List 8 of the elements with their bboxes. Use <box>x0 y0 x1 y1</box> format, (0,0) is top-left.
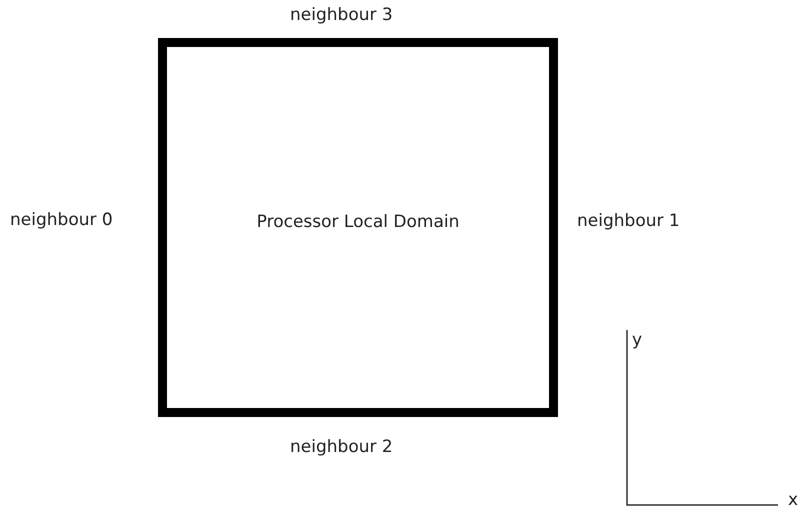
axis-label: y <box>632 330 642 350</box>
neighbour-label: neighbour 2 <box>290 437 393 457</box>
neighbour-label: neighbour 1 <box>577 211 680 231</box>
domain-box <box>158 38 558 417</box>
domain-label: Processor Local Domain <box>256 212 460 232</box>
neighbour-label: neighbour 0 <box>10 210 113 230</box>
neighbour-label: neighbour 3 <box>290 5 393 25</box>
axis-label: x <box>788 490 798 510</box>
